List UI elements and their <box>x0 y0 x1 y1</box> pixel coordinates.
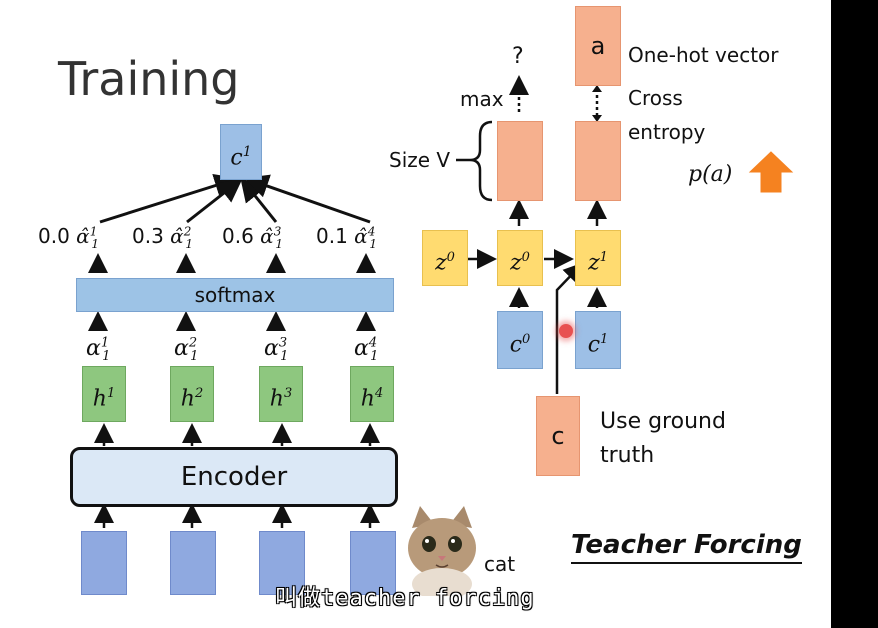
one-hot-target-a: a <box>575 6 621 86</box>
video-edge-bar <box>831 0 878 628</box>
context-vector-1: c1 <box>575 311 621 369</box>
weight-3: 0.6 α̂31 <box>222 224 283 251</box>
unknown-output: ? <box>512 44 524 69</box>
weight-2: 0.3 α̂21 <box>132 224 193 251</box>
laser-pointer-icon <box>559 324 573 338</box>
output-distribution-1 <box>575 121 621 201</box>
hidden-state-4: h4 <box>350 366 394 422</box>
one-hot-label: One-hot vector <box>628 43 779 67</box>
ground-truth-label-2: truth <box>600 443 655 468</box>
input-token-3 <box>259 531 305 595</box>
input-token-4 <box>350 531 396 595</box>
hidden-state-2: h2 <box>170 366 214 422</box>
decoder-init-state: z0 <box>422 230 468 286</box>
slide-title: Training <box>58 52 240 106</box>
input-token-1 <box>81 531 127 595</box>
hidden-state-3: h3 <box>259 366 303 422</box>
cat-label: cat <box>484 552 516 576</box>
output-distribution-0 <box>497 121 543 201</box>
max-label: max <box>460 87 504 111</box>
hidden-state-1: h1 <box>82 366 126 422</box>
arrow-alpha1-to-c <box>99 173 239 224</box>
alpha-4: α41 <box>354 335 379 365</box>
cat-image <box>408 506 476 596</box>
ground-truth-label-1: Use ground <box>600 409 726 434</box>
decoder-state-0: z0 <box>497 230 543 286</box>
size-v-label: Size V <box>389 148 451 172</box>
context-vector-0: c0 <box>497 311 543 369</box>
weight-4: 0.1 α̂41 <box>316 224 377 251</box>
alpha-2: α21 <box>174 335 199 365</box>
arrow-alpha4-to-c <box>244 174 371 224</box>
cross-entropy-label-1: Cross <box>628 86 683 110</box>
probability-label: p(a) <box>688 162 733 187</box>
decoder-state-1: z1 <box>575 230 621 286</box>
video-subtitle: 叫做teacher forcing <box>275 586 535 611</box>
ground-truth-token: c <box>536 396 580 476</box>
teacher-forcing-heading: Teacher Forcing <box>571 530 802 564</box>
weight-1: 0.0 α̂11 <box>38 224 99 251</box>
up-arrow-icon <box>748 151 794 193</box>
alpha-3: α31 <box>264 335 289 365</box>
cross-entropy-label-2: entropy <box>628 120 706 144</box>
input-token-2 <box>170 531 216 595</box>
context-vector-box: c1 <box>220 124 262 180</box>
encoder-block: Encoder <box>70 447 398 507</box>
softmax-layer: softmax <box>76 278 394 312</box>
alpha-1: α11 <box>86 335 111 365</box>
arrow-alpha2-to-c <box>186 178 243 224</box>
